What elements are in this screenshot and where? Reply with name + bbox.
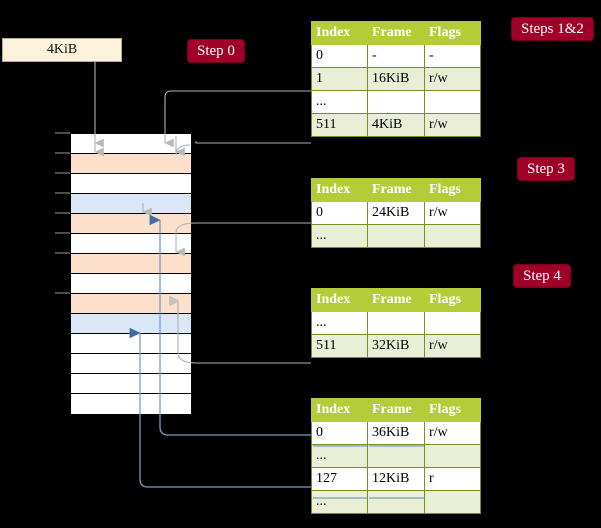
- cell-flags: r/w: [424, 113, 481, 137]
- table-row: ...: [311, 311, 481, 335]
- badge-steps-1-2: Steps 1&2: [512, 18, 593, 40]
- cell-frame: 36KiB: [367, 421, 425, 445]
- cell-frame: [367, 311, 425, 335]
- cell-flags: r/w: [424, 67, 481, 91]
- cell-frame: 32KiB: [367, 334, 425, 358]
- cell-index: ...: [311, 90, 368, 114]
- physical-memory-column: [70, 133, 191, 414]
- cell-frame: [367, 224, 425, 248]
- table-row: ...: [311, 90, 481, 114]
- table-header-frame: Frame: [367, 178, 425, 202]
- memory-frame-8: [71, 294, 191, 314]
- memory-frame-4: [71, 214, 191, 234]
- badge-step-0: Step 0: [188, 40, 244, 62]
- cell-flags: [424, 444, 481, 468]
- cell-index: ...: [311, 311, 368, 335]
- cell-flags: -: [424, 44, 481, 68]
- cell-flags: r: [424, 467, 481, 491]
- cell-flags: r/w: [424, 334, 481, 358]
- cell-flags: [424, 224, 481, 248]
- memory-frame-0: [71, 134, 191, 154]
- memory-frame-9: [71, 314, 191, 334]
- cell-index: ...: [311, 444, 368, 468]
- virtual-page-box: 4KiB: [2, 38, 122, 62]
- table-header-index: Index: [311, 178, 368, 202]
- memory-frame-13: [71, 394, 191, 414]
- cell-frame: 16KiB: [367, 67, 425, 91]
- table-row: ...: [311, 490, 481, 514]
- cell-index: ...: [311, 490, 368, 514]
- cell-index: ...: [311, 224, 368, 248]
- memory-tick-marks: [55, 132, 70, 294]
- table-row: 0--: [311, 44, 481, 68]
- cell-frame: [367, 90, 425, 114]
- memory-frame-3: [71, 194, 191, 214]
- memory-frame-5: [71, 234, 191, 254]
- cell-index: 1: [311, 67, 368, 91]
- memory-frame-2: [71, 174, 191, 194]
- cell-frame: -: [367, 44, 425, 68]
- table-row: ...: [311, 224, 481, 248]
- cell-frame: [367, 490, 425, 514]
- cell-flags: r/w: [424, 421, 481, 445]
- table-header-flags: Flags: [424, 288, 481, 312]
- table-header-frame: Frame: [367, 21, 425, 45]
- cell-frame: 12KiB: [367, 467, 425, 491]
- table-header-index: Index: [311, 398, 368, 422]
- badge-step-3: Step 3: [518, 158, 574, 180]
- cell-frame: 24KiB: [367, 201, 425, 225]
- wire-l4-511-to-memory: [195, 141, 311, 144]
- cell-index: 0: [311, 44, 368, 68]
- cell-frame: 4KiB: [367, 113, 425, 137]
- cell-frame: [367, 444, 425, 468]
- table-header-flags: Flags: [424, 178, 481, 202]
- table-header-frame: Frame: [367, 288, 425, 312]
- memory-frame-1: [71, 154, 191, 174]
- cell-index: 511: [311, 113, 368, 137]
- badge-step-4: Step 4: [514, 265, 570, 287]
- cell-index: 511: [311, 334, 368, 358]
- cell-index: 0: [311, 201, 368, 225]
- table-header-frame: Frame: [367, 398, 425, 422]
- memory-frame-11: [71, 354, 191, 374]
- cell-flags: r/w: [424, 201, 481, 225]
- table-row: ...: [311, 444, 481, 468]
- table-header-index: Index: [311, 288, 368, 312]
- table-header-flags: Flags: [424, 21, 481, 45]
- table-header-flags: Flags: [424, 398, 481, 422]
- cell-index: 127: [311, 467, 368, 491]
- cell-flags: [424, 311, 481, 335]
- memory-frame-6: [71, 254, 191, 274]
- cell-index: 0: [311, 421, 368, 445]
- memory-frame-7: [71, 274, 191, 294]
- cell-flags: [424, 490, 481, 514]
- memory-frame-12: [71, 374, 191, 394]
- cell-flags: [424, 90, 481, 114]
- table-header-index: Index: [311, 21, 368, 45]
- memory-frame-10: [71, 334, 191, 354]
